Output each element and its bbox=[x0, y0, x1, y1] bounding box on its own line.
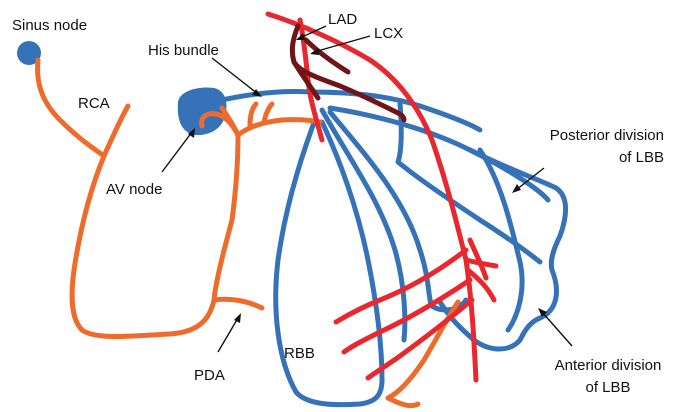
pda-arrowhead bbox=[234, 313, 241, 323]
lbb-inner-branch-2 bbox=[330, 112, 466, 310]
lad-label: LAD bbox=[328, 11, 357, 28]
sinus-node-label: Sinus node bbox=[12, 17, 87, 34]
conduction-outer-right bbox=[470, 150, 548, 200]
posterior-arrowhead bbox=[512, 184, 521, 193]
av-small-branch-2 bbox=[250, 104, 256, 126]
lcx-label: LCX bbox=[374, 25, 403, 42]
his-bundle-path bbox=[222, 91, 310, 100]
rbb-label: RBB bbox=[284, 345, 315, 362]
pda-path bbox=[214, 299, 262, 308]
lcx-arrow bbox=[314, 36, 370, 52]
rca-label: RCA bbox=[78, 95, 110, 112]
anterior-division-label-line1: Anterior division bbox=[555, 357, 662, 374]
pda-arrow bbox=[218, 318, 238, 352]
av-small-branch-1 bbox=[222, 108, 238, 135]
his-bundle-arrow bbox=[212, 58, 258, 94]
posterior-division-label-line1: Posterior division bbox=[550, 127, 664, 144]
av-node-arrow bbox=[162, 132, 192, 172]
av-node-label: AV node bbox=[106, 181, 162, 198]
posterior-division-label-line2: of LBB bbox=[619, 149, 664, 166]
his-bundle-label: His bundle bbox=[148, 42, 219, 59]
anterior-division-label-line2: of LBB bbox=[585, 379, 630, 396]
pda-label: PDA bbox=[194, 367, 225, 384]
rca-upper-branch bbox=[104, 106, 128, 156]
anterior-arrow bbox=[542, 312, 572, 346]
